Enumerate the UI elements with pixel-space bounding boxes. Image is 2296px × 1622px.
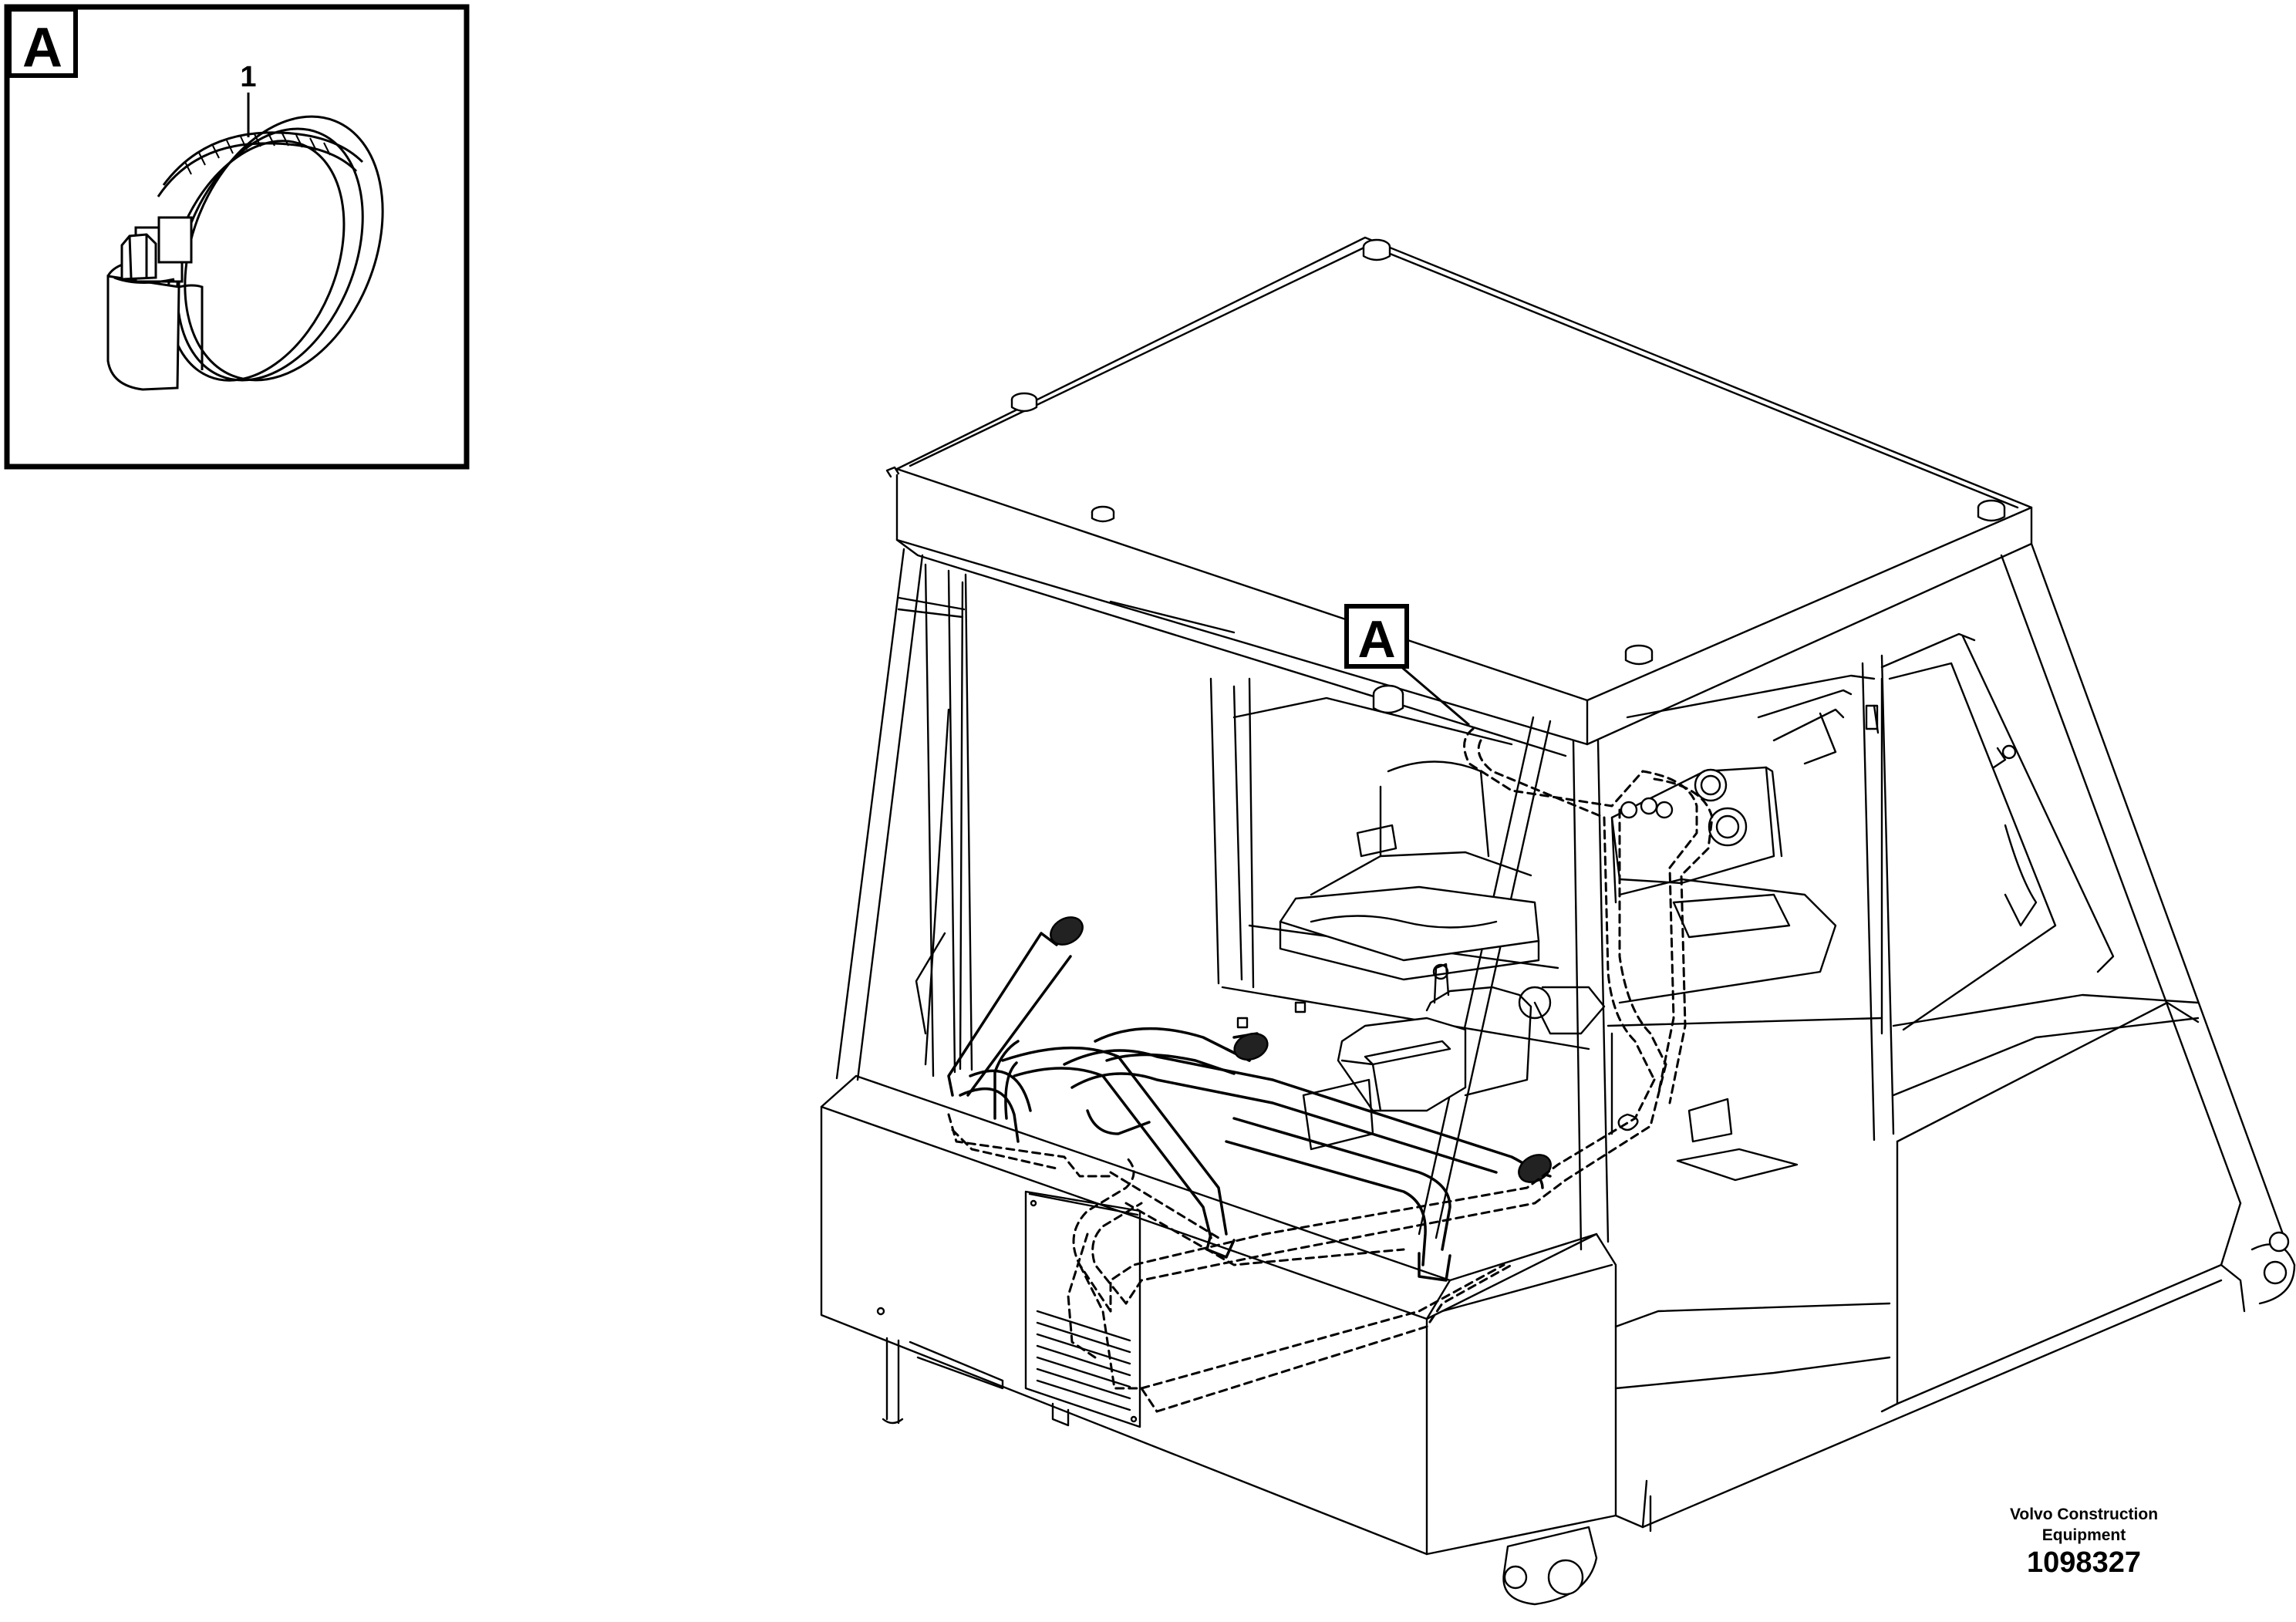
heater-panel: [1610, 766, 1837, 1182]
callout-label: A: [1357, 610, 1395, 669]
cab-lower-body: [820, 1001, 2246, 1556]
hidden-hose-routing: [947, 727, 1714, 1413]
cab-assembly: [820, 236, 2296, 1606]
company-name-line2: Equipment: [2041, 1526, 2126, 1544]
detail-view-a: A 1: [4, 4, 470, 470]
cab-roof: [895, 236, 2033, 757]
item-number: 1: [240, 61, 256, 93]
lifting-eyes: [1502, 1231, 2296, 1606]
control-console: [1236, 963, 1639, 1151]
drawing-number: 1098327: [2027, 1546, 2141, 1579]
detail-label: A: [22, 17, 62, 79]
hose-clamp-icon: [106, 115, 384, 391]
cab-frame: [835, 542, 2284, 1251]
callout-a: A: [1344, 604, 1470, 727]
company-name-line1: Volvo Construction: [2009, 1506, 2159, 1523]
vent-knobs: [1620, 768, 1748, 847]
operator-seat: [1279, 760, 1540, 981]
rear-window: [1757, 689, 2038, 927]
roof-bolts: [885, 238, 2006, 714]
